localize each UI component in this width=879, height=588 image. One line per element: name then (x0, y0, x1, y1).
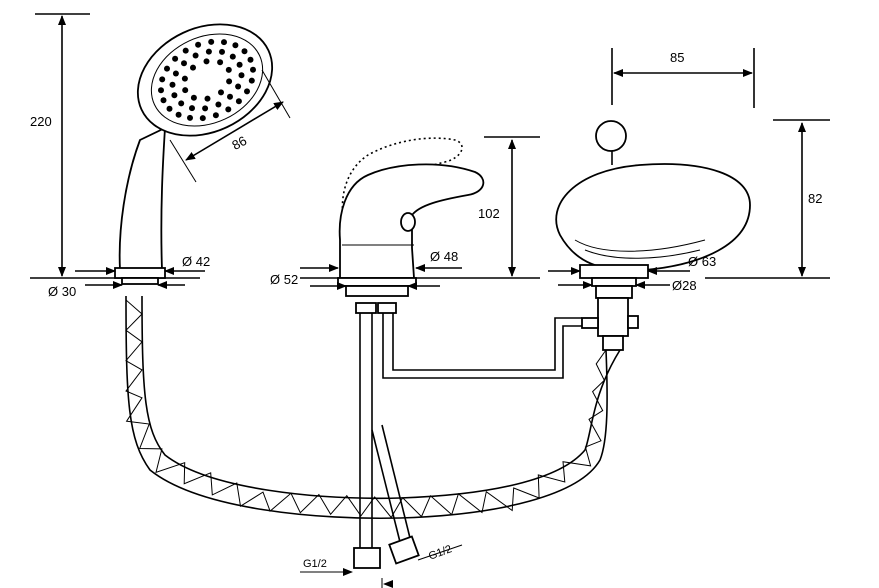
dim-mixer-height: 102 (478, 136, 540, 277)
nozzle (221, 39, 227, 46)
nozzle (166, 105, 173, 112)
nozzle (202, 105, 209, 112)
nozzle (208, 38, 215, 45)
nozzle (159, 76, 166, 83)
thread-labels: G1/2 G1/2 (300, 543, 463, 588)
nozzle (181, 60, 187, 67)
nozzle (195, 41, 202, 48)
braided-shower-hose (125, 295, 621, 520)
spout-body (555, 163, 751, 272)
nozzle (205, 48, 212, 55)
nozzle (232, 42, 239, 49)
nozzle (227, 93, 233, 100)
nozzle (218, 89, 224, 96)
label-spout-height: 82 (808, 191, 822, 206)
spout-knob (595, 120, 627, 152)
label-spout-width: 85 (670, 50, 684, 65)
nozzle (189, 105, 195, 112)
nozzle (241, 48, 248, 55)
dim-shower-height: 220 (30, 13, 90, 277)
label-spout-base-top: Ø 63 (688, 254, 716, 269)
nozzle (238, 72, 245, 79)
nozzle (247, 56, 254, 63)
dim-mixer-base: Ø 48 Ø 52 (270, 249, 462, 290)
dim-spout-height: 82 (773, 119, 830, 277)
nozzle (199, 115, 206, 122)
label-shower-height: 220 (30, 114, 52, 129)
nozzle (172, 55, 179, 62)
nozzle (248, 77, 255, 84)
diverter (597, 297, 629, 337)
label-mixer-height: 102 (478, 206, 500, 221)
nozzle (235, 83, 242, 90)
nozzle (190, 64, 196, 71)
nozzle (192, 52, 199, 59)
nozzle (172, 70, 179, 77)
hose-nut-left (353, 547, 381, 569)
label-spout-base-bottom: Ø28 (672, 278, 697, 293)
dim-spout-width: 85 (611, 48, 755, 108)
nozzle (236, 61, 243, 68)
shower-head (136, 23, 274, 137)
nozzle (160, 97, 167, 104)
nozzle (169, 81, 176, 88)
nozzle (203, 58, 210, 65)
label-shower-head: 86 (229, 133, 249, 153)
dim-spout-base: Ø 63 Ø28 (548, 254, 716, 293)
nozzle (225, 66, 232, 73)
nozzle (226, 78, 233, 85)
nozzle (215, 101, 222, 108)
nozzle (225, 106, 232, 113)
nozzle (212, 112, 219, 119)
label-shower-base-bottom: Ø 30 (48, 284, 76, 299)
connection-pipe (382, 305, 582, 379)
nozzle (250, 66, 256, 73)
nozzle (171, 92, 178, 99)
nozzle (158, 87, 164, 94)
nozzle (175, 111, 182, 118)
nozzle (187, 114, 193, 121)
hand-shower (114, 23, 274, 285)
nozzle (182, 47, 189, 54)
nozzle (217, 59, 224, 66)
nozzle (164, 65, 170, 72)
nozzle (229, 53, 236, 60)
label-thread-right: G1/2 (427, 543, 454, 562)
hose-fitting-left (355, 302, 377, 314)
mixer (337, 137, 485, 297)
supply-hoses (353, 302, 420, 569)
hose-braid-pattern (125, 299, 607, 519)
spout (555, 120, 751, 351)
nozzle (219, 48, 225, 55)
dim-shower-head: 86 (169, 69, 291, 183)
nozzle (178, 100, 185, 107)
nozzle (235, 98, 242, 105)
dim-shower-base: Ø 42 Ø 30 (48, 254, 210, 299)
nozzle (244, 88, 250, 95)
shower-base (114, 267, 166, 279)
nozzle (182, 87, 189, 94)
label-mixer-base-top: Ø 48 (430, 249, 458, 264)
shower-handle (118, 126, 166, 271)
nozzle (190, 94, 197, 101)
label-shower-base-top: Ø 42 (182, 254, 210, 269)
label-mixer-base-bottom: Ø 52 (270, 272, 298, 287)
label-thread-left: G1/2 (303, 558, 327, 570)
nozzle (204, 95, 211, 102)
hose-nut-right (388, 535, 420, 565)
nozzle (181, 75, 188, 82)
